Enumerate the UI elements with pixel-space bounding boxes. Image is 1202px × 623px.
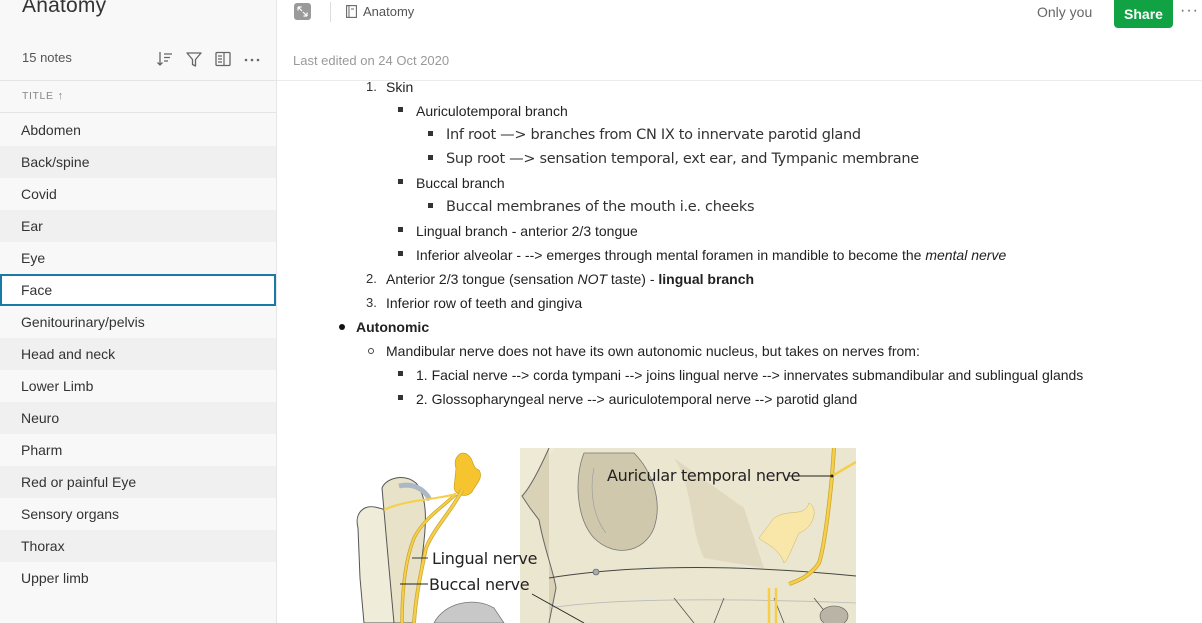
sharing-status[interactable]: Only you [1037, 4, 1093, 20]
filter-icon[interactable] [179, 48, 208, 70]
note-line: Buccal branch [416, 175, 505, 191]
notes-count: 15 notes [22, 50, 72, 65]
figure-label-lingual: Lingual nerve [432, 549, 538, 568]
notebook-title: Anatomy [22, 0, 107, 17]
note-line: Inferior row of teeth and gingiva [386, 295, 583, 311]
bullet-square [428, 155, 433, 160]
note-item[interactable]: Lower Limb [0, 370, 276, 402]
bullet-square [398, 179, 403, 184]
view-options-icon[interactable] [208, 48, 237, 70]
note-item[interactable]: Thorax [0, 530, 276, 562]
divider [277, 80, 1202, 81]
bullet-square [398, 107, 403, 112]
note-line: Inf root —> branches from CN IX to inner… [446, 127, 861, 143]
bullet-square [428, 203, 433, 208]
bullet-square [398, 251, 403, 256]
bullet-square [398, 395, 403, 400]
note-item[interactable]: Abdomen [0, 114, 276, 146]
note-item[interactable]: Head and neck [0, 338, 276, 370]
note-item[interactable]: Covid [0, 178, 276, 210]
title-column-label: TITLE [22, 90, 54, 102]
bullet-square [428, 131, 433, 136]
anatomy-image[interactable]: Auricular temporal nerve Lingual nerve B… [344, 448, 856, 623]
divider [330, 2, 331, 22]
note-list: Abdomen Back/spine Covid Ear Eye Face Ge… [0, 114, 276, 594]
note-line: 2. Glossopharyngeal nerve --> auriculote… [416, 391, 858, 407]
note-item[interactable]: Ear [0, 210, 276, 242]
divider [0, 80, 276, 81]
sort-ascending-icon: ↑ [57, 90, 64, 102]
note-item[interactable]: Upper limb [0, 562, 276, 594]
breadcrumb-notebook[interactable]: Anatomy [346, 4, 414, 19]
sort-icon[interactable] [150, 48, 179, 70]
note-item[interactable]: Neuro [0, 402, 276, 434]
note-item[interactable]: Pharm [0, 434, 276, 466]
note-line: 1. Facial nerve --> corda tympani --> jo… [416, 367, 1084, 383]
figure-label-buccal: Buccal nerve [429, 575, 530, 594]
notes-sidebar: Anatomy 15 notes TITLE ↑ Abdomen Back/sp… [0, 0, 277, 623]
figure-label-auricular: Auricular temporal nerve [607, 466, 801, 485]
note-item-selected[interactable]: Face [0, 274, 276, 306]
note-line: Auriculotemporal branch [416, 103, 568, 119]
breadcrumb-label: Anatomy [363, 4, 415, 19]
last-edited: Last edited on 24 Oct 2020 [293, 53, 450, 68]
note-item[interactable]: Back/spine [0, 146, 276, 178]
share-button[interactable]: Share [1114, 0, 1173, 28]
list-number: 3. [366, 295, 377, 310]
note-item[interactable]: Genitourinary/pelvis [0, 306, 276, 338]
note-item[interactable]: Eye [0, 242, 276, 274]
note-line: Autonomic [356, 319, 430, 335]
notebook-icon [346, 5, 357, 18]
bullet-square [398, 227, 403, 232]
list-number: 2. [366, 271, 377, 286]
bullet-circle [368, 348, 374, 354]
list-toolbar [150, 48, 266, 70]
note-line: Lingual branch - anterior 2/3 tongue [416, 223, 638, 239]
note-line: Skin [386, 79, 414, 95]
expand-button[interactable] [294, 3, 311, 20]
divider [0, 112, 276, 113]
note-editor: Anatomy Only you Share ··· Last edited o… [277, 0, 1202, 623]
note-item[interactable]: Sensory organs [0, 498, 276, 530]
note-line: Anterior 2/3 tongue (sensation NOT taste… [386, 271, 755, 287]
bullet-square [398, 371, 403, 376]
more-actions-icon[interactable]: ··· [1180, 2, 1199, 19]
title-column-header[interactable]: TITLE ↑ [22, 90, 64, 102]
note-line: Buccal membranes of the mouth i.e. cheek… [446, 199, 755, 215]
note-line: Mandibular nerve does not have its own a… [386, 343, 920, 359]
more-icon[interactable] [237, 48, 266, 70]
expand-icon [297, 6, 308, 17]
list-number: 1. [366, 79, 377, 94]
bullet-disc [339, 324, 345, 330]
note-line: Inferior alveolar - --> emerges through … [416, 247, 1007, 263]
note-line: Sup root —> sensation temporal, ext ear,… [446, 151, 919, 167]
note-item[interactable]: Red or painful Eye [0, 466, 276, 498]
